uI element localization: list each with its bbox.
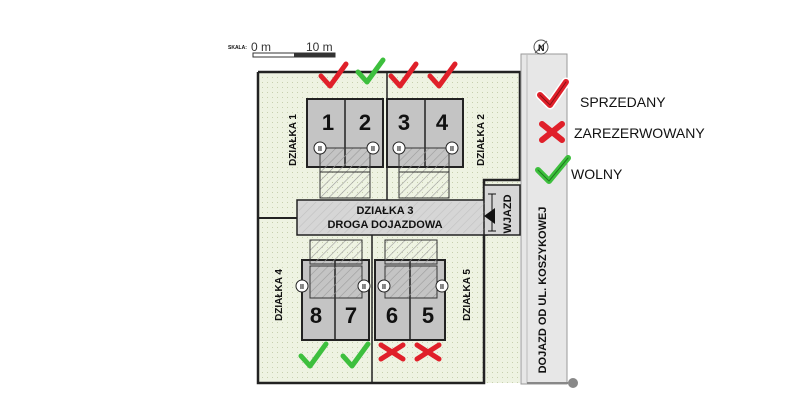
unit-number-6: 6 (386, 303, 398, 328)
access-road-label: DOJAZD OD UL. KOSZYKOWEJ (537, 207, 549, 374)
scale-bar: SKALA: 0 m 10 m (228, 40, 336, 58)
unit-number-3: 3 (398, 110, 410, 135)
svg-text:II: II (300, 284, 304, 291)
plot-label-1: DZIAŁKA 1 (288, 114, 299, 166)
scale-ten: 10 m (306, 40, 333, 54)
scale-label: SKALA: (228, 45, 247, 51)
unit-number-8: 8 (310, 303, 322, 328)
unit-number-7: 7 (345, 303, 357, 328)
status-marker-5 (414, 342, 442, 362)
status-marker-7 (340, 341, 371, 369)
legend-sold-label: SPRZEDANY (580, 94, 666, 110)
internal-road (296, 184, 521, 236)
svg-text:II: II (362, 284, 366, 291)
building-top-right (386, 98, 464, 199)
status-marker-8 (298, 341, 329, 369)
plot-label-3-road: DROGA DOJAZDOWA (327, 219, 442, 231)
status-marker-1 (318, 61, 349, 89)
building-bottom-right (374, 239, 446, 341)
status-marker-2 (355, 57, 386, 85)
status-marker-4 (427, 61, 458, 89)
svg-text:II: II (318, 146, 322, 153)
plot-label-5: DZIAŁKA 5 (462, 269, 473, 321)
building-top-left (306, 98, 384, 199)
plot-label-3: DZIAŁKA 3 (356, 205, 413, 217)
scale-zero: 0 m (251, 40, 271, 54)
legend-sold-icon (535, 77, 571, 110)
svg-text:II: II (440, 284, 444, 291)
unit-number-1: 1 (322, 110, 334, 135)
boundary-line (256, 70, 522, 385)
svg-text:II: II (397, 146, 401, 153)
access-road (520, 53, 568, 385)
svg-text:II: II (450, 146, 454, 153)
entrance-label: WJAZD (502, 194, 514, 233)
status-markers (298, 57, 458, 369)
unit-number-5: 5 (422, 303, 434, 328)
north-arrow: N (533, 39, 549, 55)
legend-reserved-label: ZAREZERWOWANY (574, 125, 705, 141)
legend-reserved-icon (539, 121, 565, 143)
status-marker-6 (378, 342, 406, 362)
north-label: N (538, 43, 545, 53)
building-bottom-left (301, 239, 370, 341)
plot-label-2: DZIAŁKA 2 (476, 114, 487, 166)
legend-free-icon (535, 155, 571, 184)
unit-number-2: 2 (359, 110, 371, 135)
floor-markers: II II II II II II II II (295, 141, 459, 293)
unit-number-4: 4 (436, 110, 449, 135)
plot-label-4: DZIAŁKA 4 (274, 269, 285, 321)
svg-text:II: II (382, 284, 386, 291)
legend-free-label: WOLNY (571, 166, 623, 182)
status-marker-3 (388, 61, 419, 89)
svg-text:II: II (371, 146, 375, 153)
